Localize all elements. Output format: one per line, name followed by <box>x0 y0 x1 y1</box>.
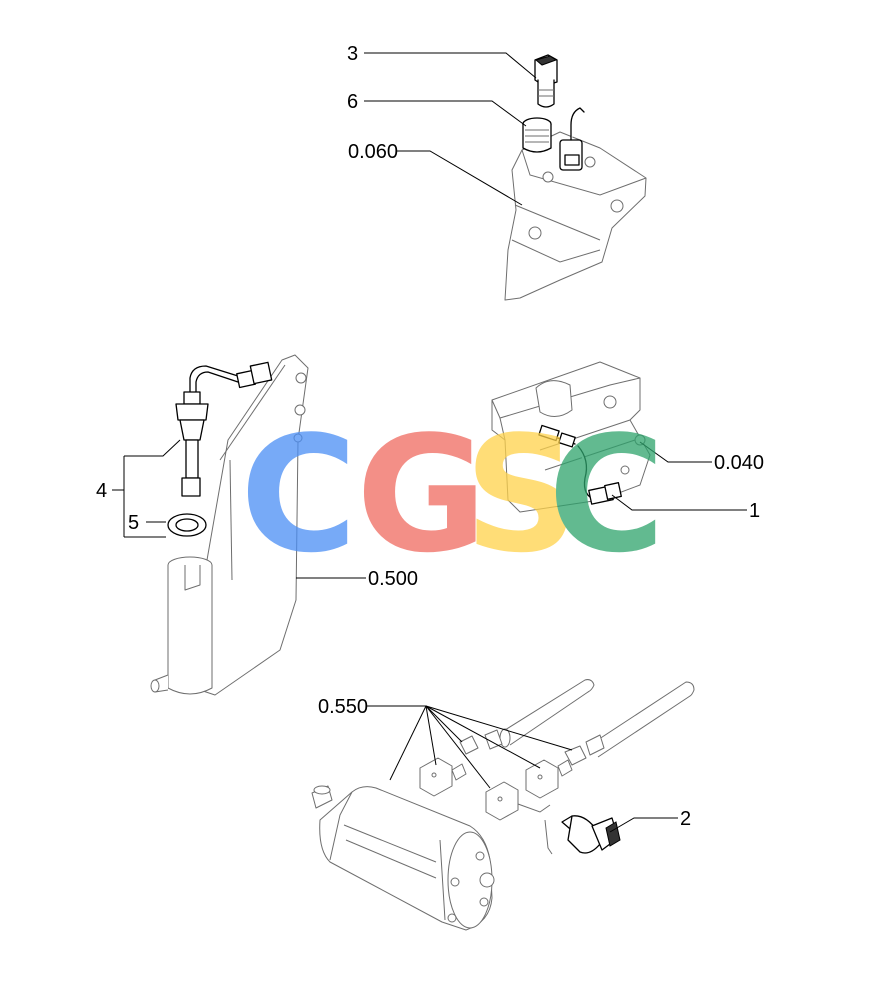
watermark: C G S C <box>240 401 665 588</box>
watermark-letter-c1: C <box>240 401 357 588</box>
part-2-switch <box>561 815 621 854</box>
part-4-sensor <box>175 361 273 497</box>
watermark-letter-c2: C <box>548 401 665 588</box>
label-0040: 0.040 <box>714 452 764 474</box>
top-housing-assembly <box>504 107 647 301</box>
right-valve-block <box>491 361 651 513</box>
part-6-bushing <box>522 117 552 153</box>
label-0500: 0.500 <box>368 568 418 590</box>
label-6: 6 <box>347 91 358 113</box>
part-5-washer <box>167 513 207 537</box>
watermark-letter-g: G <box>356 401 487 588</box>
label-2: 2 <box>680 808 691 830</box>
part-3-sender <box>534 54 558 108</box>
left-bracket-assembly <box>150 354 309 696</box>
label-5: 5 <box>128 512 139 534</box>
label-1: 1 <box>749 500 760 522</box>
bottom-cylinder-assembly <box>311 679 695 931</box>
label-0060: 0.060 <box>348 141 398 163</box>
leader-lines <box>112 52 747 833</box>
callout-labels: 3 6 0.060 4 5 0.500 0.040 1 0.550 2 <box>96 43 764 830</box>
label-3: 3 <box>347 43 358 65</box>
label-4: 4 <box>96 480 107 502</box>
watermark-letter-s: S <box>464 401 579 588</box>
label-0550: 0.550 <box>318 696 368 718</box>
